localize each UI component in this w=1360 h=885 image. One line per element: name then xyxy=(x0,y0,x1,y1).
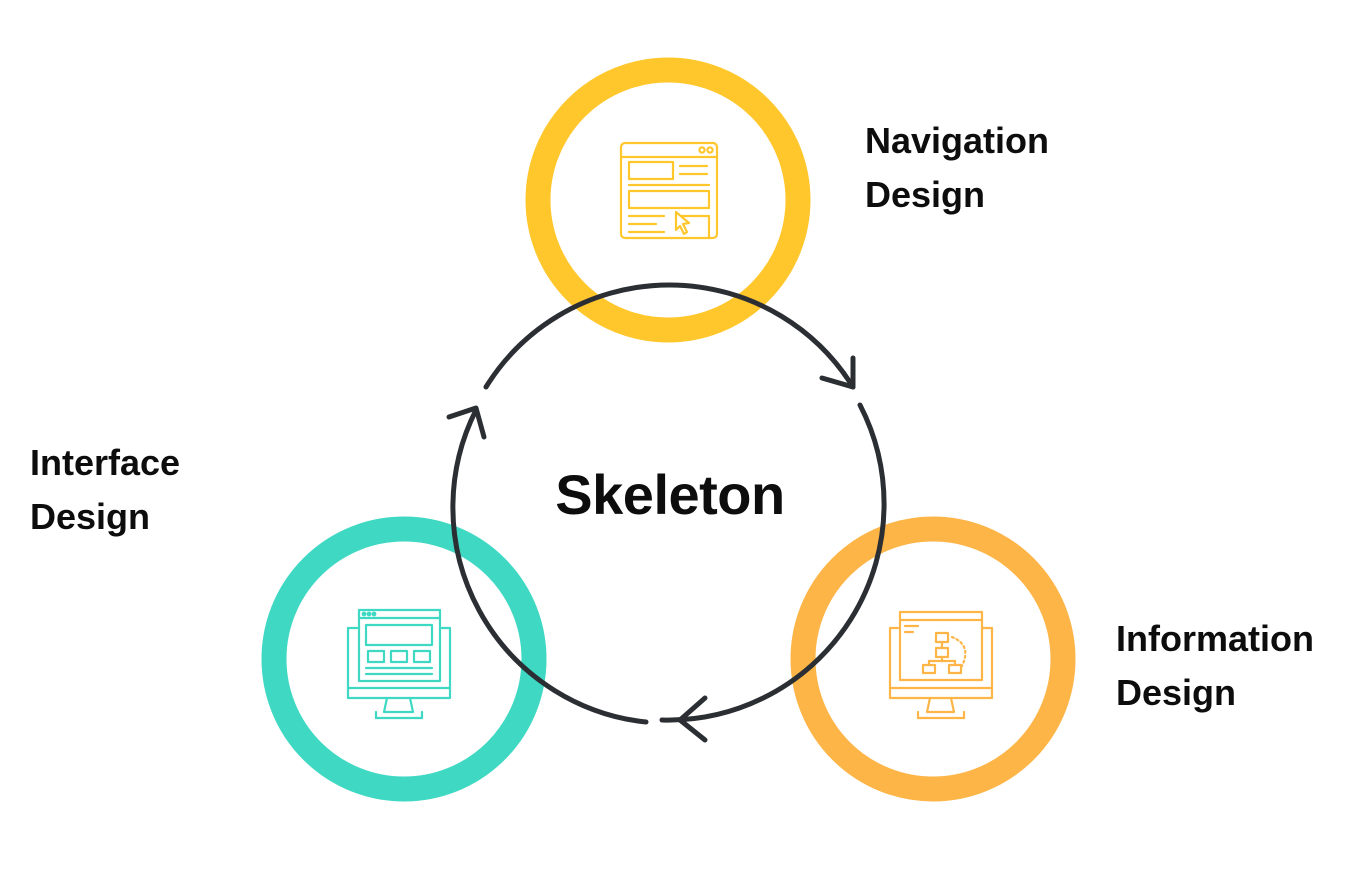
interface-label-line2: Design xyxy=(30,496,151,537)
monitor-flowchart-icon xyxy=(888,610,994,720)
navigation-design-label: Navigation Design xyxy=(865,114,1049,222)
cycle-arc-top xyxy=(483,282,856,390)
interface-label-line1: Interface xyxy=(30,442,181,483)
interface-design-label: Interface Design xyxy=(30,436,180,544)
navigation-design-ring xyxy=(525,57,811,343)
center-title-skeleton: Skeleton xyxy=(555,463,785,526)
information-label-line1: Information xyxy=(1116,618,1314,659)
information-label-line2: Design xyxy=(1116,672,1237,713)
navigation-label-line1: Navigation xyxy=(865,120,1050,161)
arrowhead-bottom xyxy=(677,695,708,743)
information-design-label: Information Design xyxy=(1116,612,1314,720)
cycle-arrows xyxy=(446,282,887,743)
information-design-ring xyxy=(790,516,1076,802)
browser-cursor-icon xyxy=(619,141,719,240)
arrowhead-top-right xyxy=(819,355,856,390)
cycle-arc-right xyxy=(659,402,887,723)
navigation-label-line2: Design xyxy=(865,174,986,215)
monitor-layout-icon xyxy=(346,608,452,720)
interface-design-ring xyxy=(261,516,547,802)
cycle-arc-left xyxy=(450,407,649,725)
arrowhead-left xyxy=(446,405,487,440)
